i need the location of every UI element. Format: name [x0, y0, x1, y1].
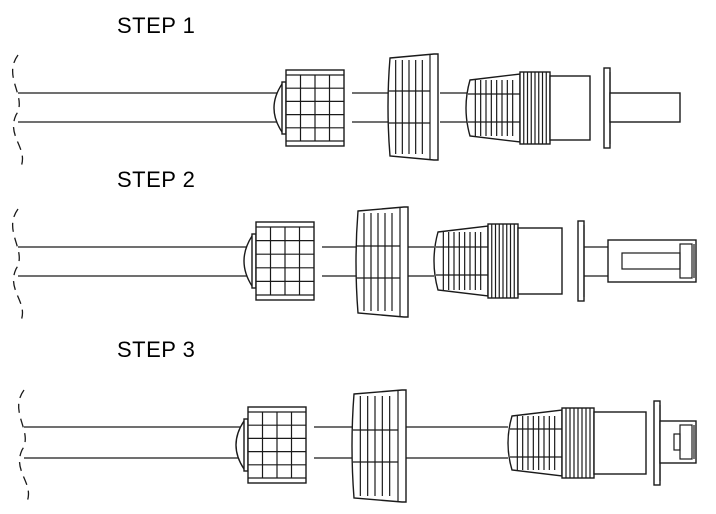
seal-nut-shoulder — [273, 83, 283, 133]
cable-break-mark — [18, 389, 30, 505]
cable-jacket-end — [609, 92, 681, 123]
rj45-plug-latch — [679, 424, 693, 460]
coupling-nut-body — [355, 206, 409, 318]
housing-knurl-body — [465, 73, 521, 143]
seal-nut-shoulder — [235, 420, 245, 470]
step-2-assembly — [12, 206, 697, 324]
step-3-assembly — [18, 389, 697, 505]
step-2-label: STEP 2 — [117, 167, 196, 192]
step-3-label: STEP 3 — [117, 337, 196, 362]
step-1-label: STEP 1 — [117, 13, 196, 38]
housing-flange — [603, 67, 611, 149]
rj45-plug-body — [607, 239, 697, 283]
housing-knurl-body — [507, 409, 563, 477]
coupling-nut-body — [351, 389, 407, 503]
housing-knurl-body — [433, 225, 489, 297]
rj45-plug-body — [659, 420, 697, 464]
housing-sleeve — [549, 75, 591, 141]
rj45-plug-latch — [679, 243, 693, 279]
housing-sleeve — [593, 411, 647, 475]
cable-break-mark — [12, 208, 24, 324]
coupling-nut-body — [387, 53, 439, 161]
housing-flange — [577, 220, 585, 302]
step-1-assembly — [12, 53, 681, 170]
cable-break-mark — [12, 54, 24, 170]
housing-sleeve — [517, 227, 563, 295]
housing-flange — [653, 400, 661, 486]
seal-nut-shoulder — [243, 235, 253, 287]
